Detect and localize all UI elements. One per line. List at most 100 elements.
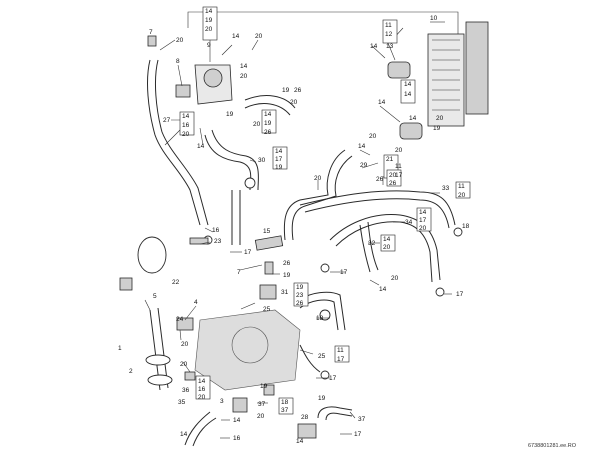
callout-box-11-20: [455, 181, 471, 199]
callout-29: 29: [360, 162, 368, 169]
callout-26-d: 26: [389, 180, 397, 187]
part-7-top: [147, 35, 157, 47]
callout-14-f: 14: [404, 91, 412, 98]
callout-12: 12: [385, 31, 393, 38]
callout-labels: 14 19 20 9 7 20 14 20 10 11 12 14 13 8 1…: [118, 8, 470, 445]
callout-19-d: 19: [264, 120, 272, 127]
callout-19-b: 19: [282, 87, 290, 94]
callout-27: 27: [163, 117, 171, 124]
callout-36: 36: [182, 387, 190, 394]
callout-19-i: 19: [260, 383, 268, 390]
callout-7-top: 7: [149, 29, 153, 36]
part-28: [297, 423, 317, 439]
callout-17-h: 17: [329, 375, 337, 382]
callout-20-r: 20: [198, 394, 206, 401]
callout-25-b: 25: [318, 353, 326, 360]
callout-5: 5: [153, 293, 157, 300]
callout-20-e: 20: [182, 131, 190, 138]
clip-3: [232, 397, 248, 413]
callout-box-14-19-20-top: [202, 6, 218, 41]
callout-box-14-19-26: [261, 109, 277, 134]
callout-4: 4: [194, 299, 198, 306]
callout-14-t: 14: [180, 431, 188, 438]
callout-21: 21: [386, 156, 394, 163]
callout-24: 24: [176, 316, 184, 323]
callout-32: 32: [368, 240, 376, 247]
callout-16-c: 16: [198, 386, 206, 393]
callout-20-j: 20: [389, 172, 397, 179]
callout-26-c: 26: [376, 176, 384, 183]
callout-20-h: 20: [369, 133, 377, 140]
callout-31: 31: [281, 289, 289, 296]
callout-20-g: 20: [436, 115, 444, 122]
valve-lower: [399, 122, 423, 140]
callout-26-b: 26: [264, 129, 272, 136]
callout-11-b: 11: [395, 163, 402, 170]
callout-15: 15: [263, 228, 271, 235]
callout-17-e: 17: [340, 269, 348, 276]
callout-11-d: 11: [337, 347, 344, 354]
callout-8: 8: [176, 58, 180, 65]
callout-19-c: 19: [226, 111, 234, 118]
callout-box-14-17-20: [416, 207, 432, 232]
callout-9: 9: [207, 42, 211, 49]
callout-20: 20: [205, 26, 213, 33]
callout-20-b: 20: [255, 33, 263, 40]
callout-14-i: 14: [264, 111, 272, 118]
callout-30: 30: [258, 157, 266, 164]
heat-exchanger-plate: [465, 21, 489, 115]
sensor-plate: [254, 235, 284, 251]
callout-10: 10: [430, 15, 438, 22]
callout-17-i: 17: [354, 431, 362, 438]
callout-20-k: 20: [314, 175, 322, 182]
valve-22: [119, 277, 133, 291]
callout-20-c: 20: [240, 73, 248, 80]
callout-box-11-17-low: [334, 345, 350, 363]
callout-17-g: 17: [337, 356, 345, 363]
callout-37: 37: [258, 401, 266, 408]
part-37: [263, 384, 275, 396]
callout-14-c: 14: [370, 43, 378, 50]
fitting-23: [189, 237, 209, 245]
callout-35: 35: [178, 399, 186, 406]
callout-1: 1: [118, 345, 122, 352]
callout-11: 11: [385, 22, 392, 29]
callout-18-c: 18: [281, 399, 289, 406]
seal-ring-1: [145, 354, 171, 366]
callout-23: 23: [214, 238, 222, 245]
callout-box-14-16-20: [179, 111, 195, 136]
fitting-18: [453, 227, 463, 237]
callout-37-b: 37: [358, 416, 366, 423]
fitting-18b: [319, 309, 331, 321]
callout-14-p: 14: [379, 286, 387, 293]
callout-19: 19: [205, 17, 213, 24]
callout-box-14-20: [380, 234, 396, 252]
callout-boxes: [179, 6, 471, 415]
callout-20-s: 20: [257, 413, 265, 420]
fitting-17: [320, 263, 330, 273]
callout-23-b: 23: [296, 292, 304, 299]
callout-26-f: 26: [296, 300, 304, 307]
callout-13: 13: [386, 43, 394, 50]
callout-14-b: 14: [232, 33, 240, 40]
callout-11-c: 11: [458, 183, 465, 190]
callout-16-d: 16: [233, 435, 241, 442]
callout-19-h: 19: [296, 284, 304, 291]
callout-14-m: 14: [358, 143, 366, 150]
pump-rotor: [203, 68, 223, 88]
callout-14-k: 14: [197, 143, 205, 150]
callout-2: 2: [129, 368, 133, 375]
callout-18: 18: [462, 223, 470, 230]
callout-26: 26: [294, 87, 302, 94]
callout-14-q: 14: [198, 378, 206, 385]
callout-17-c: 17: [419, 217, 427, 224]
callout-19-f: 19: [275, 164, 283, 171]
callout-16: 16: [182, 122, 190, 129]
cap-24: [176, 317, 194, 331]
callout-20-o: 20: [391, 275, 399, 282]
callout-20-p: 20: [181, 341, 189, 348]
callout-25: 25: [263, 306, 271, 313]
callout-20-n: 20: [383, 244, 391, 251]
coil-spring: [137, 236, 167, 274]
